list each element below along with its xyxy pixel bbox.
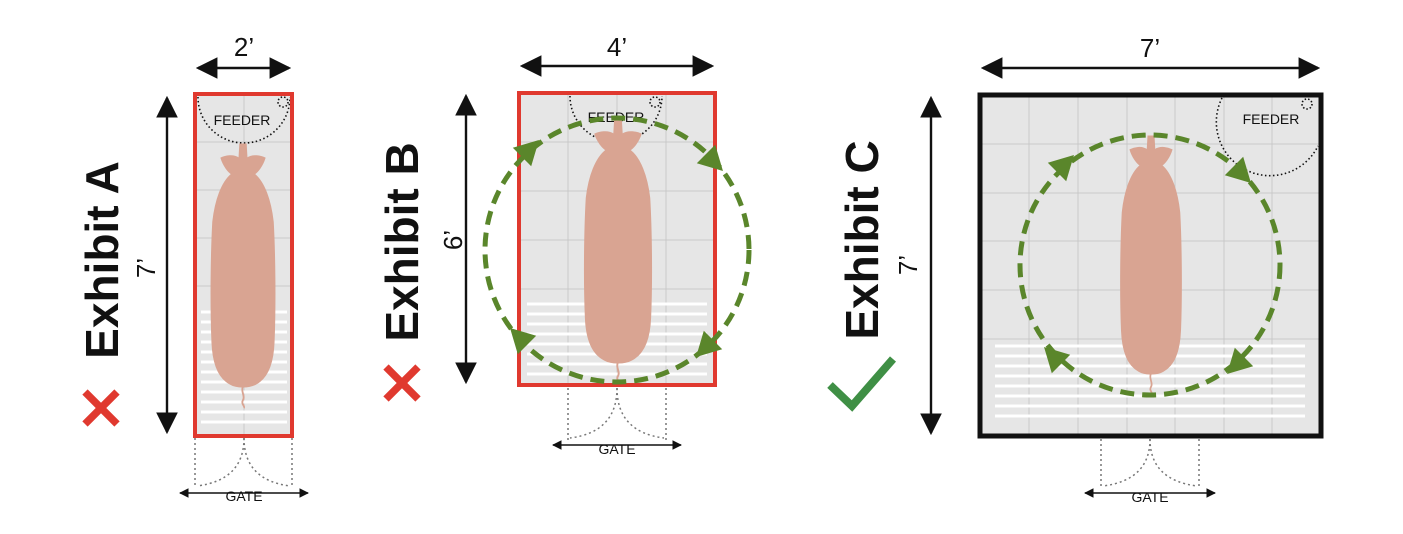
length-label: 7’: [893, 255, 923, 275]
gate-swing: [567, 387, 667, 440]
feeder-label: FEEDER: [214, 112, 271, 128]
gate-label: GATE: [225, 488, 262, 504]
pen-border: [517, 91, 717, 387]
length-label: 6’: [438, 230, 468, 250]
water-nipple-icon: [1301, 98, 1313, 110]
exhibit-title: Exhibit C: [836, 140, 888, 339]
cross-mark-icon: [82, 389, 120, 427]
path-arrow-icon: [1044, 347, 1071, 374]
turning-path-arrows: [510, 140, 723, 357]
gate-label: GATE: [1131, 489, 1168, 505]
width-label: 7’: [1140, 33, 1160, 63]
path-arrow-icon: [1227, 347, 1254, 374]
turning-path-circle: [1017, 132, 1283, 398]
exhibit-b: FEEDER GATE 4’ 6’ Exhibit B: [376, 32, 752, 457]
feeder-zone: [197, 96, 291, 144]
water-nipple-icon: [649, 96, 661, 108]
check-mark-icon: [827, 356, 897, 412]
gate-swing: [194, 437, 293, 488]
turning-path-circle: [482, 115, 752, 385]
cross-mark-icon: [383, 364, 421, 402]
exhibit-title: Exhibit B: [376, 142, 428, 341]
feeder-label: FEEDER: [1243, 111, 1300, 127]
path-arrow-icon: [512, 140, 539, 167]
exhibit-a: FEEDER GATE 2’ 7’ Exhibit A: [76, 32, 309, 504]
path-arrow-icon: [1224, 156, 1251, 183]
turning-path-arrows: [1044, 155, 1254, 374]
pen-border: [977, 92, 1324, 439]
gate-swing: [1100, 438, 1200, 488]
path-arrow-icon: [696, 144, 723, 171]
gate-label: GATE: [598, 441, 635, 457]
length-label: 7’: [131, 258, 161, 278]
path-arrow-icon: [1047, 155, 1074, 182]
pen-border: [193, 92, 294, 438]
water-nipple-icon: [277, 96, 289, 108]
width-label: 2’: [234, 32, 254, 62]
path-arrow-icon: [696, 330, 723, 357]
path-arrow-icon: [510, 328, 537, 355]
exhibit-title: Exhibit A: [76, 161, 128, 359]
exhibit-c: FEEDER GATE 7’ 7’ Exhibit C: [827, 33, 1324, 505]
width-label: 4’: [607, 32, 627, 62]
